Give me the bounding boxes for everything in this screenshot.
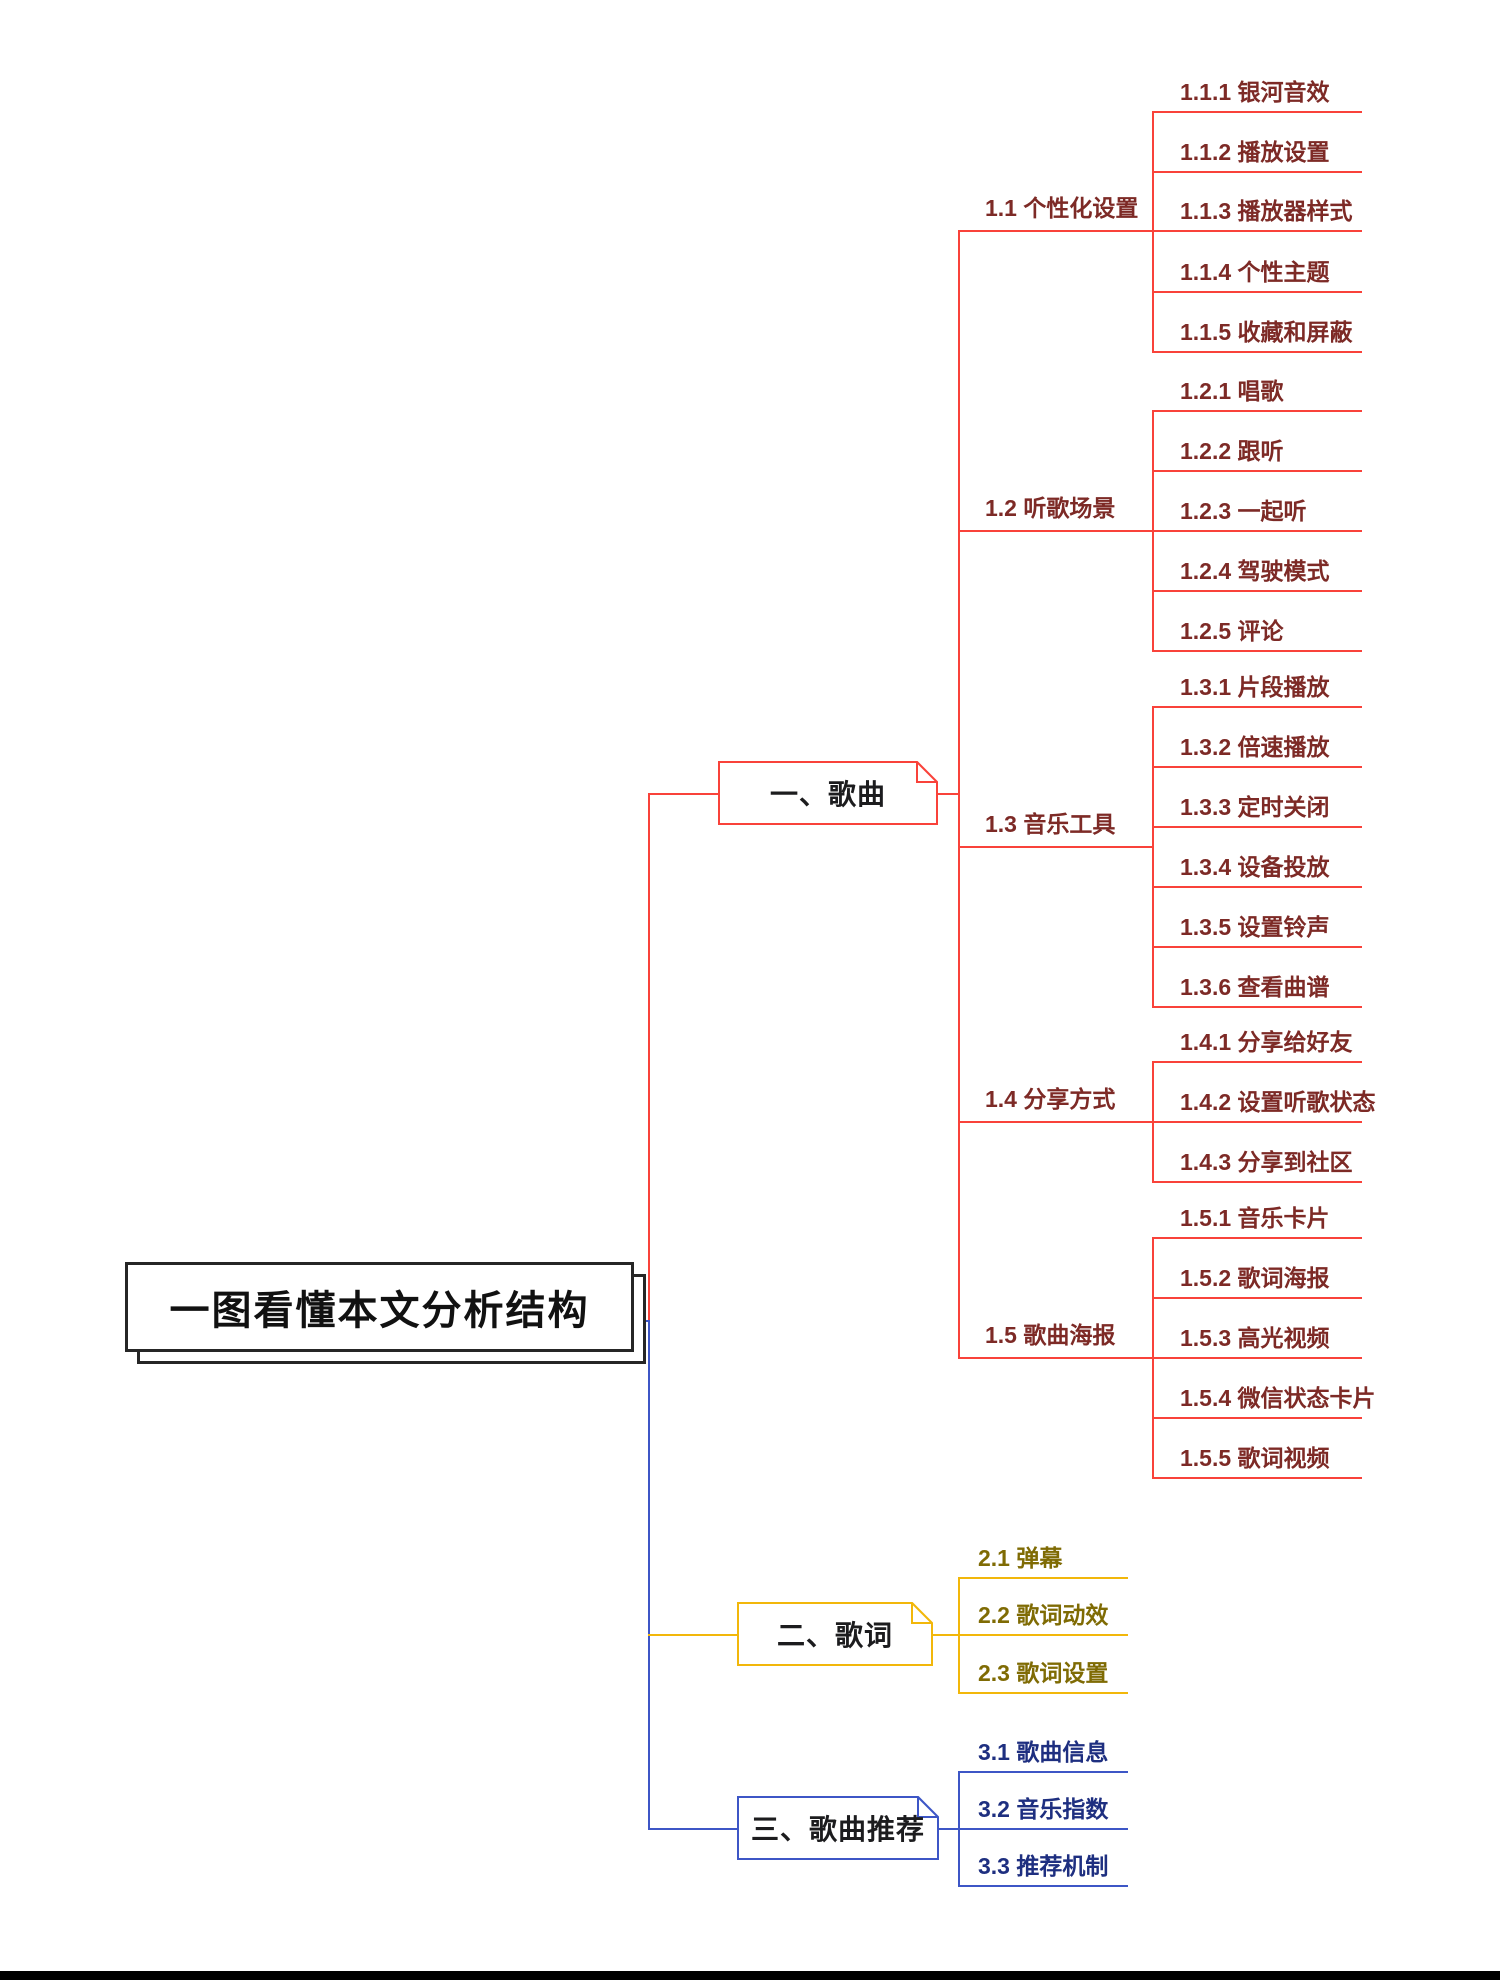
connector-line xyxy=(1152,706,1154,1008)
connector-line xyxy=(1152,1417,1362,1419)
connector-line xyxy=(1152,1237,1362,1239)
branch-node-song: 一、歌曲 xyxy=(718,761,938,825)
leaf-label: 1.4.3 分享到社区 xyxy=(1180,1149,1353,1175)
connector-line xyxy=(958,530,1152,532)
connector-line xyxy=(1152,1297,1362,1299)
branch-node-label: 三、歌曲推荐 xyxy=(750,1814,925,1845)
connector-line xyxy=(958,1692,1128,1694)
leaf-label: 1.1.4 个性主题 xyxy=(1180,259,1330,285)
connector-line xyxy=(1152,410,1362,412)
connector-line xyxy=(1152,1121,1362,1123)
leaf-label: 1.2.5 评论 xyxy=(1180,618,1284,644)
branch-node-lyrics: 二、歌词 xyxy=(737,1602,933,1666)
connector-line xyxy=(1152,230,1362,232)
connector-line xyxy=(958,1771,1128,1773)
connector-line xyxy=(1152,1006,1362,1008)
leaf-label: 3.2 音乐指数 xyxy=(978,1796,1109,1822)
group-label: 1.1 个性化设置 xyxy=(985,195,1139,221)
connector-line xyxy=(958,1577,1128,1579)
leaf-label: 1.5.4 微信状态卡片 xyxy=(1180,1385,1376,1411)
folded-corner-shape xyxy=(737,1602,933,1666)
root-node: 一图看懂本文分析结构 xyxy=(125,1262,634,1352)
connector-line xyxy=(958,1121,1152,1123)
folded-corner-shape xyxy=(718,761,938,825)
leaf-label: 2.2 歌词动效 xyxy=(978,1602,1109,1628)
leaf-label: 1.3.6 查看曲谱 xyxy=(1180,974,1330,1000)
leaf-label: 1.3.3 定时关闭 xyxy=(1180,794,1330,820)
connector-line xyxy=(1152,171,1362,173)
root-node-label: 一图看懂本文分析结构 xyxy=(169,1289,590,1333)
leaf-label: 1.5.2 歌词海报 xyxy=(1180,1265,1330,1291)
leaf-label: 1.2.3 一起听 xyxy=(1180,498,1307,524)
leaf-label: 1.1.5 收藏和屏蔽 xyxy=(1180,319,1353,345)
leaf-label: 1.5.1 音乐卡片 xyxy=(1180,1205,1330,1231)
connector-line xyxy=(1152,530,1362,532)
connector-line xyxy=(958,1885,1128,1887)
connector-line xyxy=(648,793,650,1322)
connector-line xyxy=(958,1634,1128,1636)
group-label: 1.5 歌曲海报 xyxy=(985,1322,1116,1348)
leaf-label: 1.3.1 片段播放 xyxy=(1180,674,1330,700)
connector-line xyxy=(1152,1061,1362,1063)
folded-corner-shape xyxy=(737,1796,939,1860)
connector-line xyxy=(958,846,1152,848)
connector-line xyxy=(1152,590,1362,592)
connector-line xyxy=(1152,766,1362,768)
group-label: 1.4 分享方式 xyxy=(985,1086,1116,1112)
leaf-label: 1.3.4 设备投放 xyxy=(1180,854,1330,880)
leaf-label: 3.1 歌曲信息 xyxy=(978,1739,1109,1765)
leaf-label: 1.2.2 跟听 xyxy=(1180,438,1284,464)
connector-line xyxy=(958,1357,1152,1359)
connector-line xyxy=(938,793,958,795)
connector-line xyxy=(939,1828,958,1830)
connector-line xyxy=(648,1320,650,1830)
connector-line xyxy=(1152,1477,1362,1479)
connector-line xyxy=(1152,886,1362,888)
connector-line xyxy=(1152,706,1362,708)
connector-line xyxy=(1152,291,1362,293)
leaf-label: 1.5.5 歌词视频 xyxy=(1180,1445,1330,1471)
branch-node-label: 二、歌词 xyxy=(776,1620,893,1651)
connector-line xyxy=(648,1828,737,1830)
leaf-label: 1.4.1 分享给好友 xyxy=(1180,1029,1353,1055)
connector-line xyxy=(958,230,960,1359)
connector-line xyxy=(648,1634,737,1636)
connector-line xyxy=(1152,111,1362,113)
connector-line xyxy=(1152,1357,1362,1359)
leaf-label: 1.5.3 高光视频 xyxy=(1180,1325,1330,1351)
connector-line xyxy=(958,1828,1128,1830)
leaf-label: 1.2.1 唱歌 xyxy=(1180,378,1284,404)
leaf-label: 1.1.3 播放器样式 xyxy=(1180,198,1353,224)
connector-line xyxy=(1152,946,1362,948)
group-label: 1.3 音乐工具 xyxy=(985,811,1116,837)
connector-line xyxy=(958,230,1152,232)
leaf-label: 3.3 推荐机制 xyxy=(978,1853,1109,1879)
branch-node-label: 一、歌曲 xyxy=(769,779,886,810)
bottom-bar xyxy=(0,1971,1500,1980)
leaf-label: 1.4.2 设置听歌状态 xyxy=(1180,1089,1376,1115)
leaf-label: 2.1 弹幕 xyxy=(978,1545,1063,1571)
leaf-label: 1.1.2 播放设置 xyxy=(1180,139,1330,165)
leaf-label: 1.3.2 倍速播放 xyxy=(1180,734,1330,760)
group-label: 1.2 听歌场景 xyxy=(985,495,1116,521)
connector-line xyxy=(648,793,718,795)
leaf-label: 2.3 歌词设置 xyxy=(978,1660,1109,1686)
branch-node-recommendation: 三、歌曲推荐 xyxy=(737,1796,939,1860)
connector-line xyxy=(1152,826,1362,828)
connector-line xyxy=(1152,351,1362,353)
connector-line xyxy=(1152,1181,1362,1183)
leaf-label: 1.1.1 银河音效 xyxy=(1180,79,1330,105)
connector-line xyxy=(1152,650,1362,652)
connector-line xyxy=(933,1634,958,1636)
leaf-label: 1.3.5 设置铃声 xyxy=(1180,914,1330,940)
leaf-label: 1.2.4 驾驶模式 xyxy=(1180,558,1330,584)
connector-line xyxy=(1152,470,1362,472)
